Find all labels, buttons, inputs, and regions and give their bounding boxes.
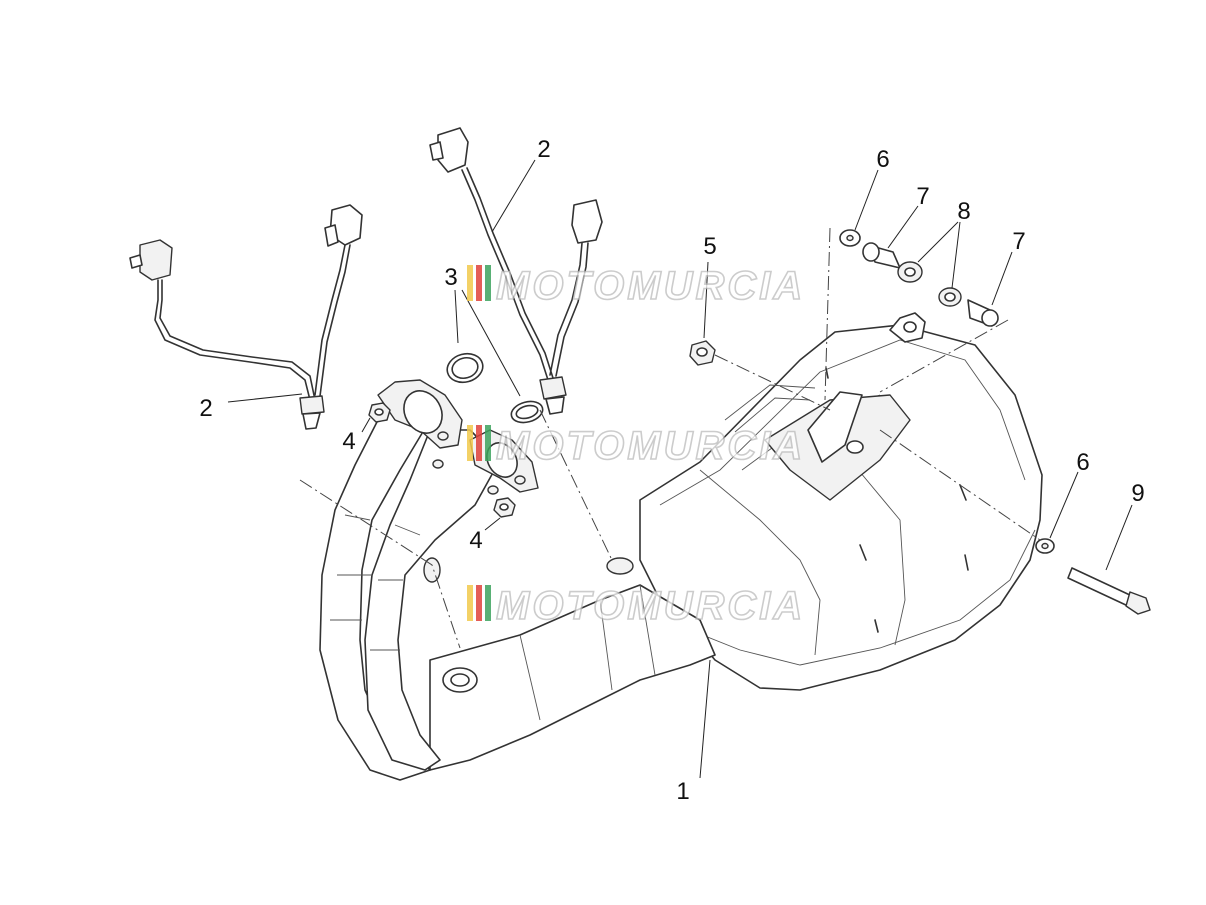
callout-3: 3 xyxy=(444,264,457,291)
watermark-stripe-green xyxy=(485,265,491,301)
flange-nuts xyxy=(368,402,516,518)
spacer-sleeve-bottom xyxy=(967,299,999,327)
hanger-nut xyxy=(689,340,716,366)
watermark-text: MOTOMURCIA xyxy=(496,264,805,308)
callout-6-bottom: 6 xyxy=(1076,449,1089,476)
callout-6-top: 6 xyxy=(876,146,889,173)
callout-4-right: 4 xyxy=(469,527,482,554)
rubber-grommet-b xyxy=(938,287,962,307)
watermark-bottom: MOTOMURCIA xyxy=(467,583,805,629)
watermark-stripe-yellow xyxy=(467,425,473,461)
lambda-sensor-left xyxy=(129,204,363,430)
callout-2-left-sensor: 2 xyxy=(199,395,212,422)
watermark-stripe-red xyxy=(476,585,482,621)
callout-4-left: 4 xyxy=(342,428,355,455)
washer-top xyxy=(839,229,861,247)
hanger-bolt xyxy=(1067,567,1151,615)
lambda-sensor-right xyxy=(429,127,603,415)
muffler xyxy=(639,312,1043,691)
gaskets xyxy=(446,352,544,424)
watermark-stripe-green xyxy=(485,425,491,461)
callout-1: 1 xyxy=(676,778,689,805)
rubber-grommet-a xyxy=(897,261,923,283)
callout-5: 5 xyxy=(703,233,716,260)
watermark-middle: MOTOMURCIA xyxy=(467,423,805,469)
callout-7-top: 7 xyxy=(916,183,929,210)
watermark-stripe-green xyxy=(485,585,491,621)
spacer-sleeve-top xyxy=(862,242,901,269)
callout-8: 8 xyxy=(957,198,970,225)
callout-2-right-sensor: 2 xyxy=(537,136,550,163)
callout-labels: 1 2 2 3 4 4 5 6 6 7 7 8 9 xyxy=(199,136,1144,805)
watermark-stripe-yellow xyxy=(467,265,473,301)
watermark-text: MOTOMURCIA xyxy=(496,424,805,468)
watermark-stripe-red xyxy=(476,425,482,461)
assembly-centerlines xyxy=(299,227,1041,649)
leader-lines xyxy=(227,159,1133,779)
washer-bottom xyxy=(1035,538,1055,554)
watermark-text: MOTOMURCIA xyxy=(496,584,805,628)
callout-9: 9 xyxy=(1131,480,1144,507)
watermark-top: MOTOMURCIA xyxy=(467,263,805,309)
catalyst-pipe xyxy=(429,557,716,771)
watermark-stripe-yellow xyxy=(467,585,473,621)
callout-7-bottom: 7 xyxy=(1012,228,1025,255)
watermark-stripe-red xyxy=(476,265,482,301)
